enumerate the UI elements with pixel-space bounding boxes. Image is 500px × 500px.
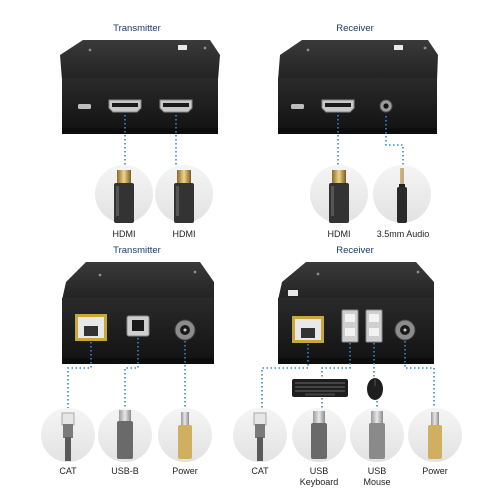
top-connection-lines — [124, 115, 404, 170]
label-rx-audio: 3.5mm Audio — [376, 229, 430, 239]
micro-usb-port — [291, 104, 304, 109]
label-usb-b: USB-B — [111, 466, 139, 476]
top-receiver-device — [278, 40, 438, 134]
label-cat-1: CAT — [59, 466, 77, 476]
label-power-2: Power — [422, 466, 448, 476]
usb-b-cable — [98, 408, 152, 462]
label-usb-mouse: USB Mouse — [363, 466, 391, 487]
top-transmitter-title: Transmitter — [113, 23, 161, 34]
bottom-receiver-title: Receiver — [336, 245, 374, 256]
top-rx-audio-cable — [373, 165, 431, 223]
cat-cable-2 — [233, 408, 287, 462]
label-cat-2: CAT — [251, 466, 269, 476]
label-tx-hdmi-1: HDMI — [112, 229, 136, 239]
top-hdmi-cable-2 — [155, 165, 213, 223]
usb-keyboard-cable — [292, 408, 346, 462]
keyboard-icon — [292, 379, 348, 397]
bottom-receiver-device — [278, 262, 434, 364]
label-power-1: Power — [172, 466, 198, 476]
usb-mouse-cable — [350, 408, 404, 462]
power-cable-1 — [158, 408, 212, 462]
cat-cable-1 — [41, 408, 95, 462]
mouse-icon — [367, 378, 383, 400]
label-tx-hdmi-2: HDMI — [172, 229, 196, 239]
label-rx-hdmi: HDMI — [327, 229, 351, 239]
top-rx-hdmi-cable — [310, 165, 368, 223]
micro-usb-port — [78, 104, 91, 109]
power-cable-2 — [408, 408, 462, 462]
top-receiver-title: Receiver — [336, 23, 374, 34]
bottom-connection-lines — [67, 338, 435, 410]
bottom-transmitter-title: Transmitter — [113, 245, 161, 256]
label-usb-keyboard: USB Keyboard — [299, 466, 339, 487]
bottom-transmitter-device — [62, 262, 214, 364]
top-hdmi-cable-1 — [95, 165, 153, 223]
top-transmitter-device — [60, 40, 220, 134]
